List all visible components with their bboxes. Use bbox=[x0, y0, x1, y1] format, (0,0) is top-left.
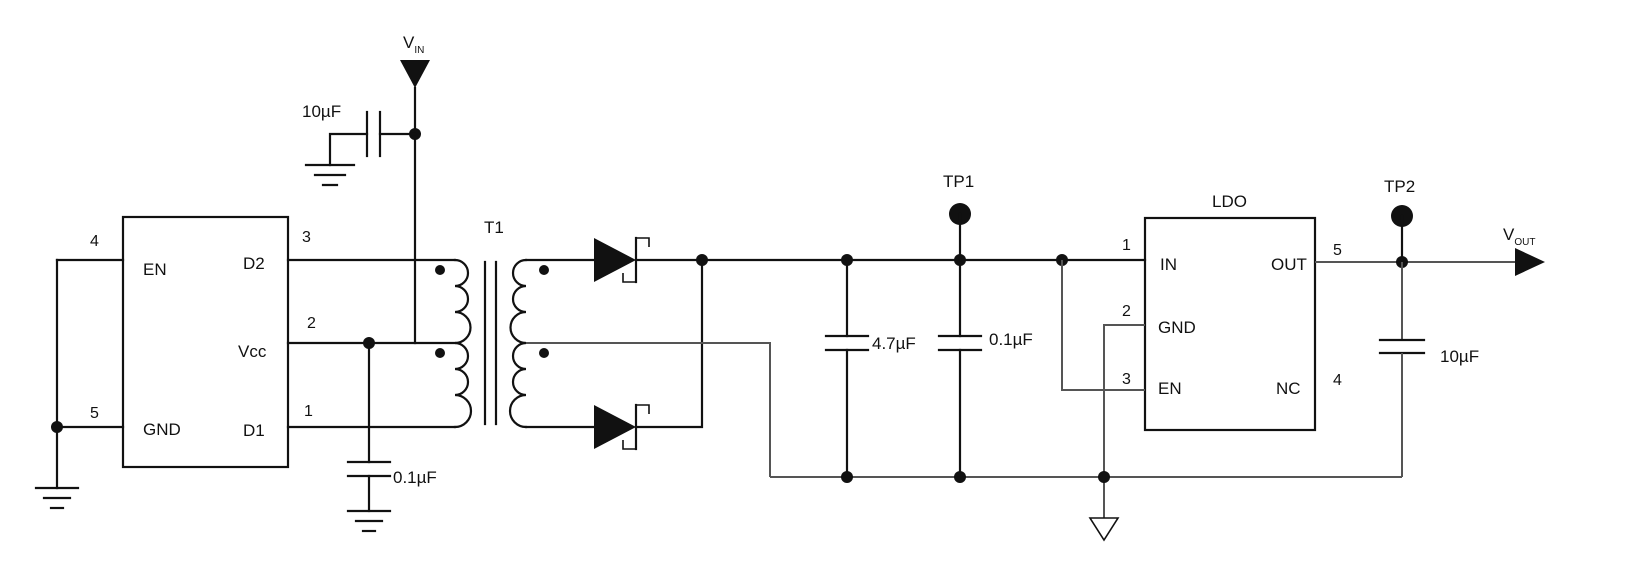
driver-ic: EN GND D2 Vcc D1 4 5 3 2 1 bbox=[90, 215, 316, 469]
ldo-regulator: LDO IN GND EN OUT NC 1 2 3 5 4 bbox=[1122, 192, 1342, 432]
vin-label: VIN bbox=[403, 33, 424, 56]
polarity-dot bbox=[539, 265, 549, 275]
ldo-pin-out-label: OUT bbox=[1271, 255, 1307, 274]
driver-pin-gnd-label: GND bbox=[143, 420, 181, 439]
transformer-t1: T1 bbox=[435, 218, 549, 429]
driver-pin-en-number: 4 bbox=[90, 233, 99, 250]
driver-pin-d2-number: 3 bbox=[302, 229, 311, 246]
test-point-tp1: TP1 bbox=[943, 172, 974, 262]
output-capacitor-value: 10µF bbox=[1440, 347, 1479, 366]
ldo-pin-gnd-label: GND bbox=[1158, 318, 1196, 337]
ldo-pin-nc-label: NC bbox=[1276, 379, 1301, 398]
bulk-capacitor: 4.7µF bbox=[824, 254, 916, 483]
ldo-pin-in-number: 1 bbox=[1122, 237, 1131, 254]
vout-arrow-icon bbox=[1515, 248, 1545, 276]
driver-pin-d2-label: D2 bbox=[243, 254, 265, 273]
driver-pin-vcc-number: 2 bbox=[307, 315, 316, 332]
driver-enable-ground-wiring bbox=[34, 258, 125, 510]
vcc-bypass-capacitor: 0.1µF bbox=[346, 341, 437, 533]
driver-pin-gnd-number: 5 bbox=[90, 405, 99, 422]
transformer-label: T1 bbox=[484, 218, 504, 237]
ldo-pin-nc-number: 4 bbox=[1333, 372, 1342, 389]
tp1-label: TP1 bbox=[943, 172, 974, 191]
rectifier bbox=[524, 236, 1147, 477]
secondary-winding bbox=[508, 258, 528, 429]
hf-capacitor-value: 0.1µF bbox=[989, 330, 1033, 349]
driver-pin-d1-number: 1 bbox=[304, 403, 313, 420]
input-capacitor: 10µF bbox=[302, 102, 417, 187]
primary-winding bbox=[453, 258, 473, 429]
ground-symbol bbox=[34, 486, 80, 510]
ground-triangle-icon bbox=[1088, 517, 1120, 542]
vcc-bypass-capacitor-value: 0.1µF bbox=[393, 468, 437, 487]
output-capacitor: 10µF bbox=[1378, 262, 1479, 477]
driver-pin-en-label: EN bbox=[143, 260, 167, 279]
tp2-label: TP2 bbox=[1384, 177, 1415, 196]
driver-pin-vcc-label: Vcc bbox=[238, 342, 267, 361]
driver-pin-d1-label: D1 bbox=[243, 421, 265, 440]
hf-capacitor: 0.1µF bbox=[937, 254, 1033, 483]
ldo-pin-gnd-number: 2 bbox=[1122, 303, 1131, 320]
ldo-title: LDO bbox=[1212, 192, 1247, 211]
vin-supply: VIN bbox=[400, 33, 430, 345]
input-capacitor-value: 10µF bbox=[302, 102, 341, 121]
vout-label: VOUT bbox=[1503, 225, 1535, 248]
ldo-pin-en-number: 3 bbox=[1122, 371, 1131, 388]
ldo-enable-wiring bbox=[1056, 254, 1145, 391]
ldo-ground-wiring bbox=[1088, 324, 1145, 542]
vin-arrow-icon bbox=[400, 60, 430, 88]
primary-wiring bbox=[286, 258, 457, 429]
polarity-dot bbox=[539, 348, 549, 358]
ldo-pin-out-number: 5 bbox=[1333, 242, 1342, 259]
test-point-tp2: TP2 bbox=[1384, 177, 1415, 264]
ldo-pin-en-label: EN bbox=[1158, 379, 1182, 398]
ldo-pin-in-label: IN bbox=[1160, 255, 1177, 274]
ground-symbol bbox=[304, 163, 356, 187]
bulk-capacitor-value: 4.7µF bbox=[872, 334, 916, 353]
polarity-dot bbox=[435, 348, 445, 358]
output-section: VOUT bbox=[1315, 225, 1545, 276]
ground-symbol bbox=[346, 509, 392, 533]
polarity-dot bbox=[435, 265, 445, 275]
